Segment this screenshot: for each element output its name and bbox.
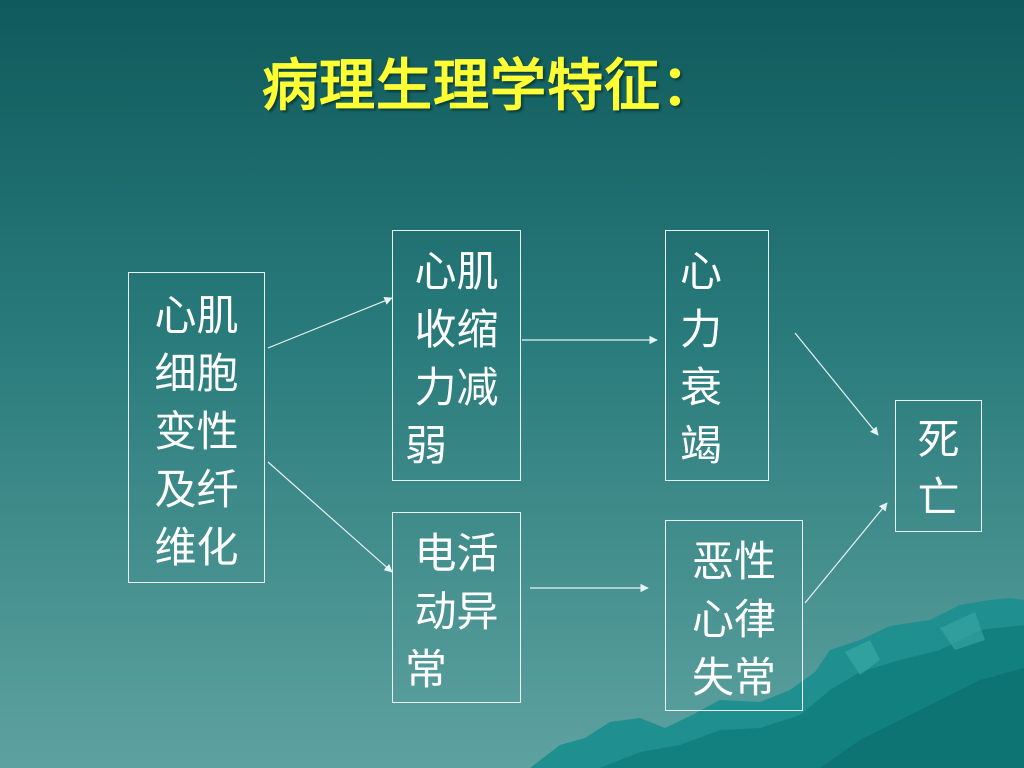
- node-heart-failure-line: 力: [680, 305, 723, 354]
- node-death: 死 亡: [895, 400, 982, 532]
- node-contractility-line: 收缩: [414, 305, 499, 354]
- node-death-line: 死: [917, 415, 960, 464]
- node-degeneration-line: 维化: [154, 523, 239, 572]
- node-degeneration-line: 细胞: [154, 349, 239, 398]
- node-electrical-line: 常: [405, 645, 448, 694]
- node-contractility-line: 弱: [405, 421, 448, 470]
- node-electrical: 电活 动异 常: [392, 512, 521, 703]
- node-heart-failure-line: 竭: [680, 421, 723, 470]
- node-degeneration-line: 心肌: [154, 291, 239, 340]
- node-heart-failure-line: 心: [680, 247, 723, 296]
- arrow-heart-failure-to-death: [794, 332, 879, 436]
- page-title: 病理生理学特征：: [262, 53, 718, 119]
- node-contractility-line: 心肌: [414, 247, 499, 296]
- node-death-line: 亡: [917, 473, 960, 522]
- node-heart-failure: 心 力 衰 竭: [665, 230, 769, 481]
- node-arrhythmia: 恶性 心律 失常: [665, 520, 803, 711]
- arrow-degeneration-to-electrical: [267, 461, 393, 573]
- arrow-degeneration-to-contractility: [267, 296, 393, 349]
- node-contractility-line: 力减: [414, 363, 499, 412]
- node-arrhythmia-line: 失常: [691, 653, 776, 702]
- node-degeneration: 心肌 细胞 变性 及纤 维化: [128, 272, 265, 583]
- node-arrhythmia-line: 恶性: [691, 537, 776, 586]
- node-degeneration-line: 及纤: [154, 465, 239, 514]
- node-electrical-line: 动异: [414, 587, 499, 636]
- node-degeneration-line: 变性: [154, 407, 239, 456]
- arrow-arrhythmia-to-death: [804, 502, 888, 604]
- node-electrical-line: 电活: [414, 529, 499, 578]
- node-arrhythmia-line: 心律: [691, 595, 776, 644]
- node-heart-failure-line: 衰: [680, 363, 723, 412]
- node-contractility: 心肌 收缩 力减 弱: [392, 230, 521, 481]
